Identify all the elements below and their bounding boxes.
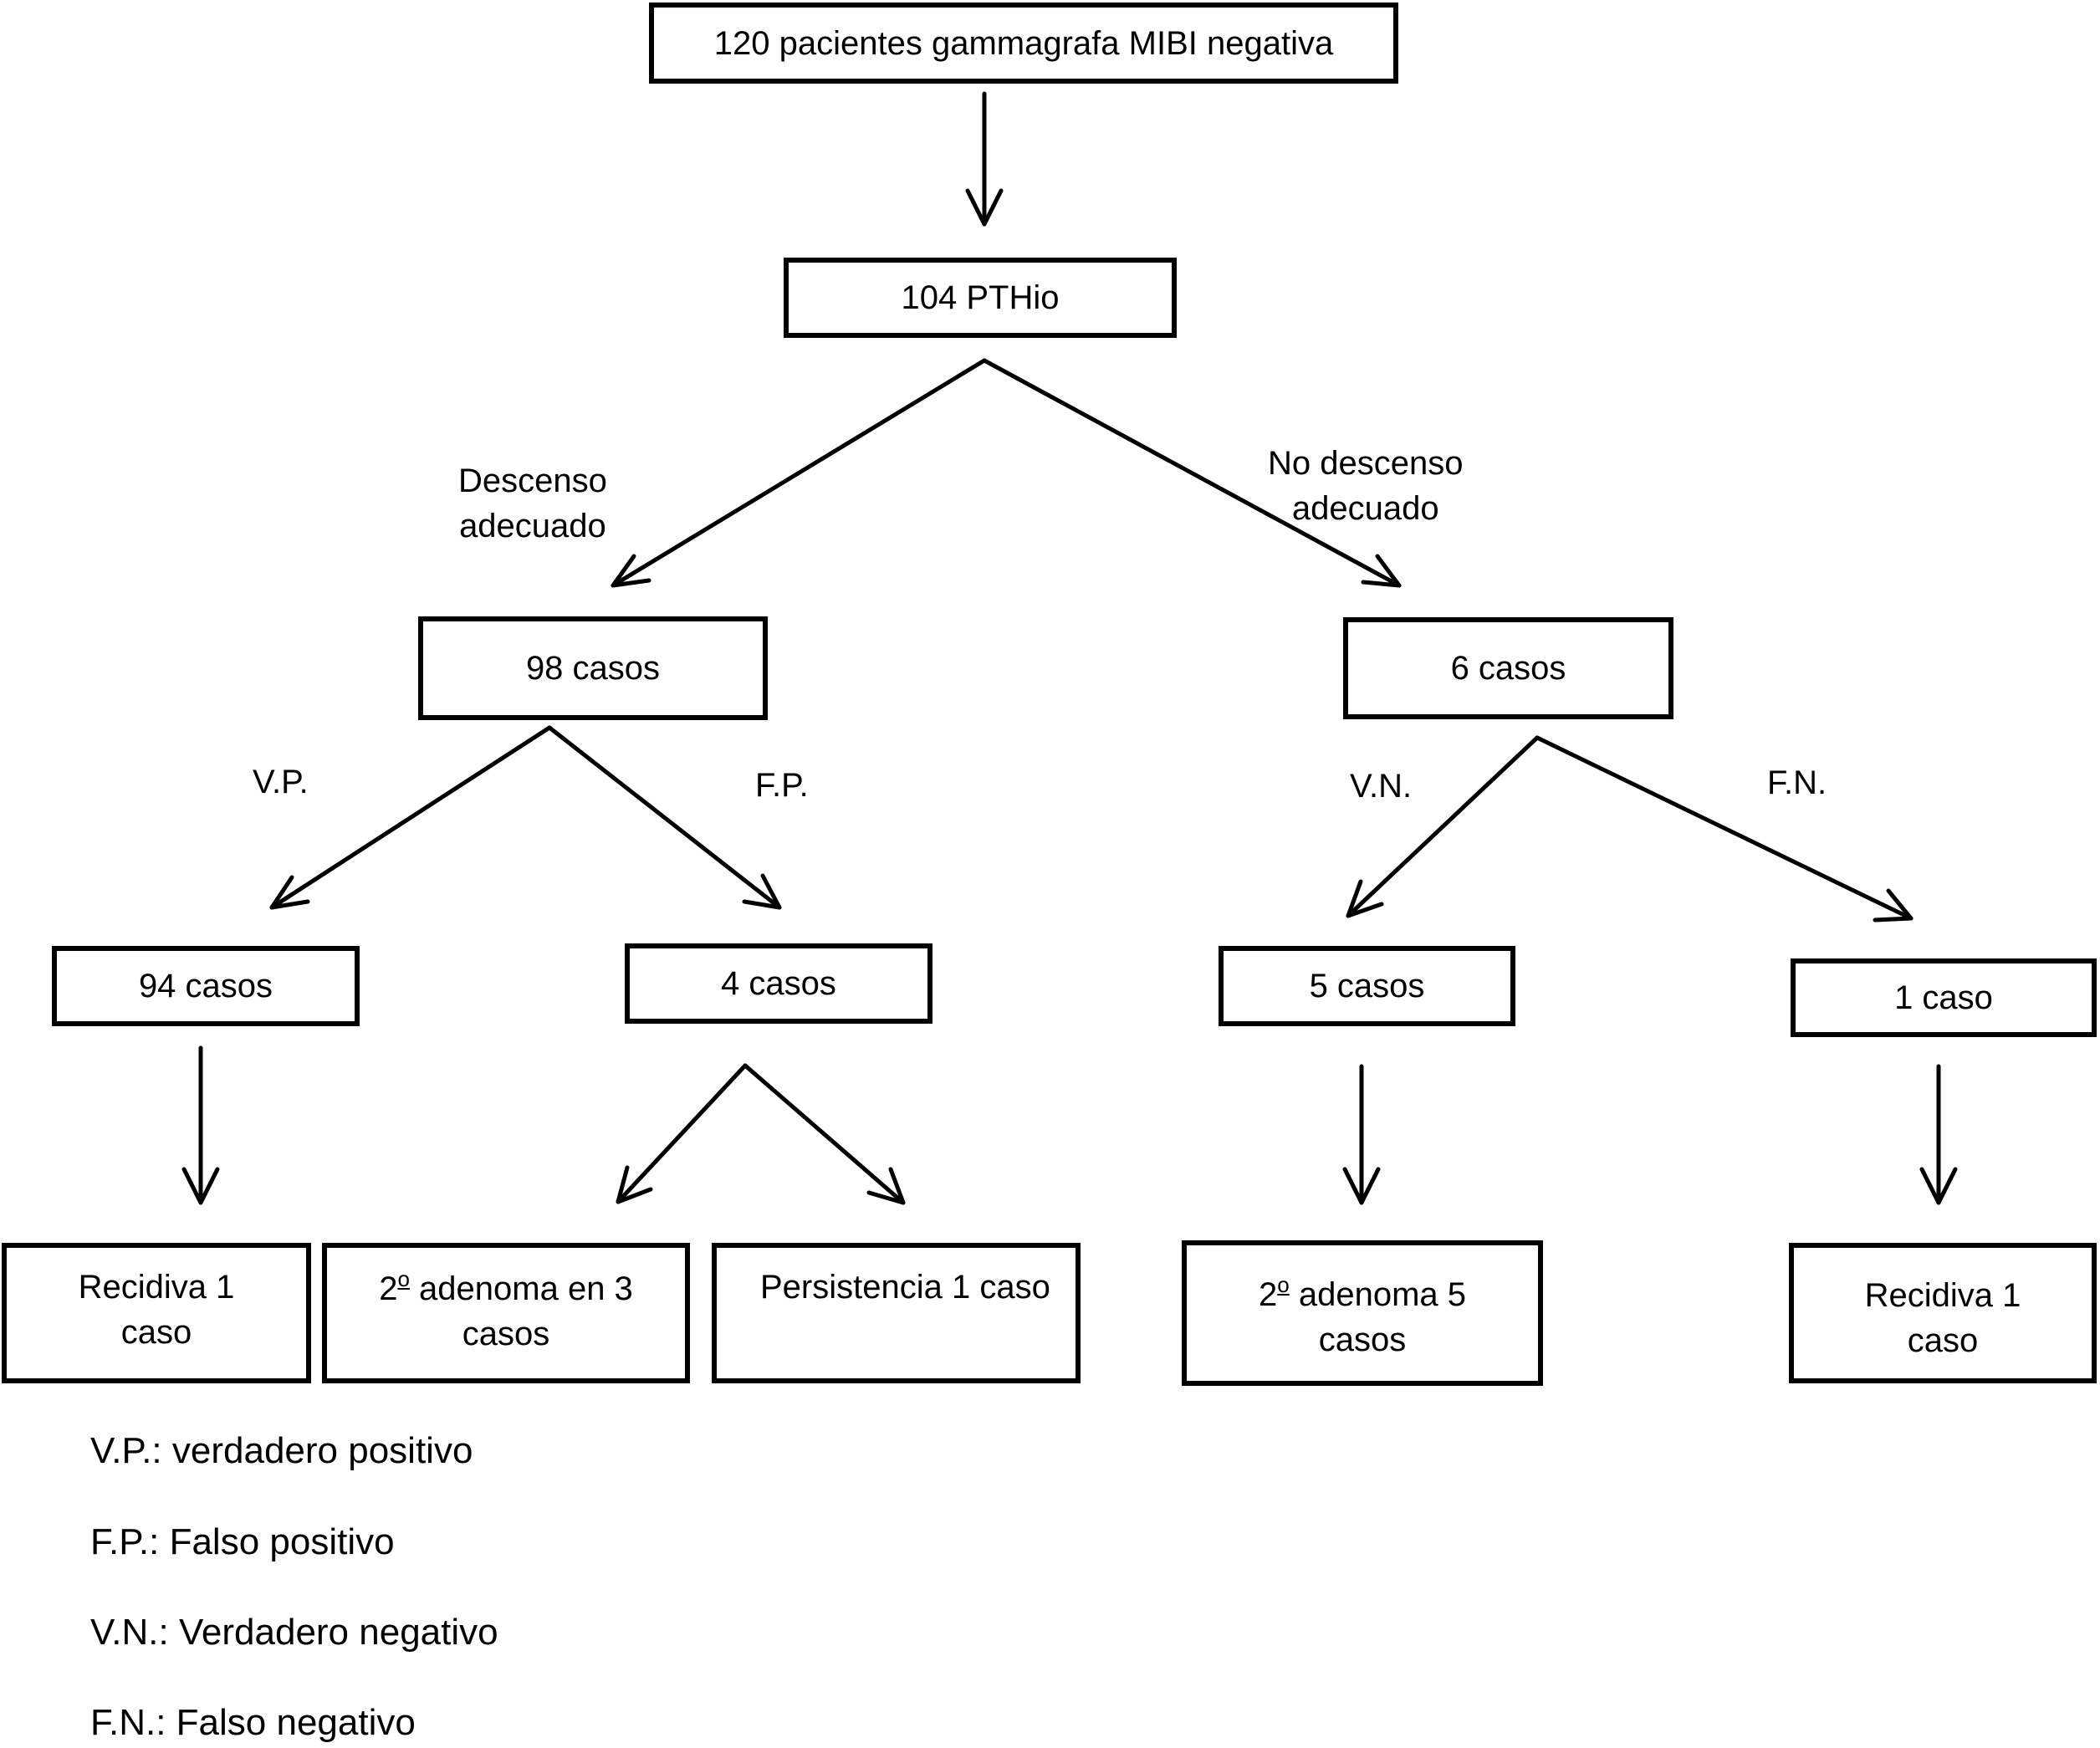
fn-1-label: 1 caso (1894, 979, 1993, 1016)
vn-5-node: 5 casos (1219, 946, 1515, 1026)
fp-4-node: 4 casos (625, 943, 932, 1024)
arrow-98-to-94 (269, 725, 552, 910)
edge-label-no-descenso: No descenso adecuado (1268, 445, 1464, 527)
legend-fp: F.P.: Falso positivo (90, 1521, 395, 1562)
arrow-root-to-pthio (965, 91, 1004, 227)
descenso-98-node: 98 casos (418, 616, 768, 720)
edge-label-descenso: Descenso adecuado (458, 463, 607, 544)
fn-1-node: 1 caso (1791, 958, 2097, 1037)
legend-vp: V.P.: verdadero positivo (90, 1430, 473, 1471)
arrow-4-to-adenoma (616, 1063, 748, 1204)
ordinal-indicator: o (1277, 1272, 1290, 1297)
legend-vn: V.N.: Verdadero negativo (90, 1612, 498, 1653)
persistencia-node: Persistencia 1 caso (712, 1243, 1081, 1383)
edge-label-vn: V.N. (1350, 768, 1413, 805)
vp-94-node: 94 casos (52, 946, 360, 1026)
pthio-node: 104 PTHio (784, 258, 1177, 338)
arrow-pthio-to-98 (611, 358, 987, 588)
arrow-98-to-4 (547, 725, 782, 910)
arrow-1-to-recidiva (1919, 1064, 1958, 1205)
ordinal-indicator: o (397, 1266, 410, 1291)
arrow-6-to-5 (1346, 735, 1540, 918)
recidiva-left-node: Recidiva 1 caso (2, 1243, 311, 1383)
adenoma-5-node: 2o adenoma 5 casos (1182, 1240, 1543, 1386)
recidiva-right-line2: caso (1907, 1322, 1979, 1359)
root-node: 120 pacientes gammagrafa MIBI negativa (649, 3, 1398, 84)
arrow-5-to-adenoma (1342, 1064, 1381, 1205)
edge-label-vp: V.P. (253, 764, 309, 800)
descenso-98-label: 98 casos (525, 650, 661, 687)
adenoma-3-line2: casos (462, 1316, 550, 1352)
no-descenso-6-node: 6 casos (1343, 617, 1673, 719)
arrow-94-to-recidiva (181, 1045, 220, 1205)
arrow-4-to-persistencia (743, 1063, 906, 1205)
recidiva-right-line1: Recidiva 1 (1864, 1277, 2021, 1314)
edge-label-fp: F.P. (755, 767, 809, 804)
persistencia-label: Persistencia 1 caso (760, 1269, 1050, 1306)
vp-94-label: 94 casos (138, 968, 273, 1004)
vn-5-label: 5 casos (1309, 968, 1425, 1004)
adenoma-5-line2: casos (1318, 1321, 1407, 1358)
adenoma-3-line1: 2o adenoma en 3 (379, 1266, 633, 1307)
edge-label-fn: F.N. (1767, 764, 1827, 801)
recidiva-left-line2: caso (120, 1314, 192, 1351)
adenoma-5-line1: 2o adenoma 5 (1259, 1272, 1466, 1313)
adenoma-3-node: 2o adenoma en 3 casos (322, 1243, 690, 1383)
fp-4-label: 4 casos (721, 965, 836, 1002)
no-descenso-6-label: 6 casos (1450, 650, 1566, 687)
recidiva-right-node: Recidiva 1 caso (1789, 1243, 2097, 1383)
legend-fn: F.N.: Falso negativo (90, 1702, 416, 1743)
root-node-label: 120 pacientes gammagrafa MIBI negativa (713, 24, 1334, 62)
arrow-6-to-1 (1535, 735, 1914, 923)
pthio-node-label: 104 PTHio (901, 279, 1060, 316)
recidiva-left-line1: Recidiva 1 (78, 1269, 235, 1306)
arrow-pthio-to-6 (982, 358, 1402, 588)
